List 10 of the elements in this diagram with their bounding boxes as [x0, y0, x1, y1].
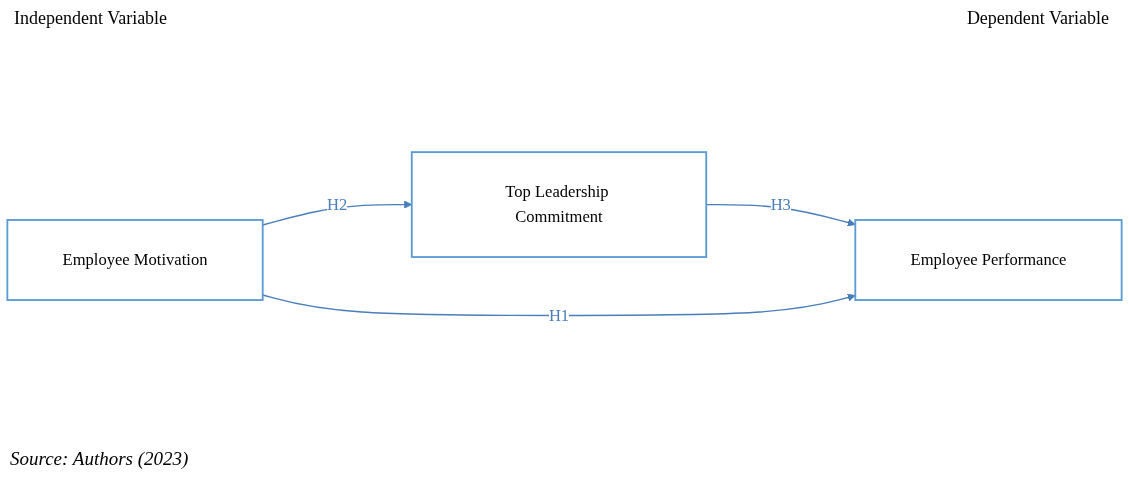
edge-label: H2 — [327, 194, 348, 214]
node-box: Top Leadership Commitment — [410, 151, 708, 258]
node-box: Employee Motivation — [6, 219, 264, 301]
node-box: Employee Performance — [854, 219, 1123, 301]
arrow — [262, 293, 856, 317]
variable-heading: Independent Variable — [14, 8, 168, 30]
variable-heading: Dependent Variable — [966, 8, 1109, 30]
edge-label: H1 — [548, 305, 570, 325]
edge-label: H3 — [770, 194, 791, 214]
source-caption: Source: Authors (2023) — [10, 448, 189, 470]
